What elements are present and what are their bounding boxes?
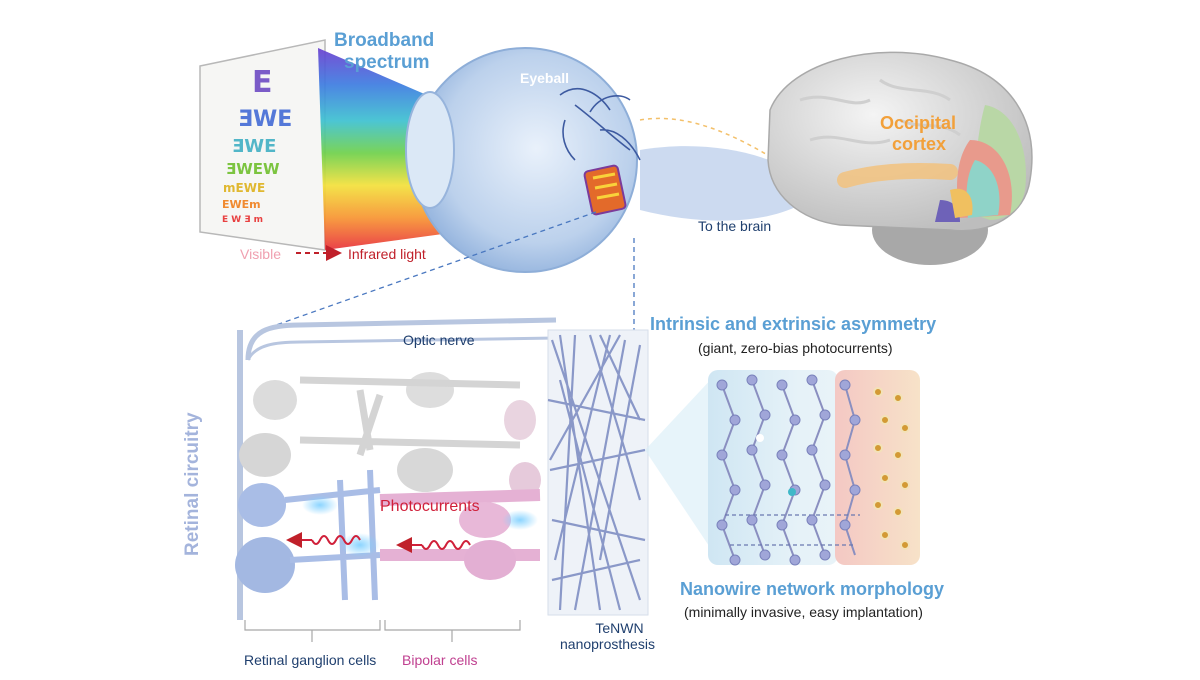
svg-text:ƎWEW: ƎWEW [226, 160, 280, 178]
nanowire-subtitle: (minimally invasive, easy implantation) [684, 604, 923, 620]
svg-text:ƎWE: ƎWE [232, 136, 276, 157]
cell-brackets [244, 620, 521, 642]
photocurrent-arrows [286, 532, 471, 553]
occipital-cortex-label: Occipital cortex [880, 113, 956, 154]
eyeball-illustration [405, 47, 800, 273]
svg-text:E: E [252, 65, 273, 100]
nanowire-title: Nanowire network morphology [680, 579, 945, 599]
tenwn-label: TeNWN nanoprosthesis [560, 620, 655, 652]
optic-nerve-label: Optic nerve [403, 332, 475, 348]
brain-illustration [767, 51, 1033, 265]
svg-text:ƎWE: ƎWE [238, 107, 292, 132]
svg-text:E W Ǝ m: E W Ǝ m [222, 215, 263, 225]
photocurrents-label: Photocurrents [380, 498, 480, 515]
infrared-label: Infrared light [348, 246, 426, 262]
eyeball-label: Eyeball [520, 70, 570, 86]
intrinsic-title: Intrinsic and extrinsic asymmetry [650, 314, 937, 334]
visible-label: Visible [240, 246, 281, 262]
svg-text:mEWE: mEWE [223, 181, 265, 195]
tenwn-line1: TeNWN [595, 620, 644, 636]
occipital-line1: Occipital [880, 113, 957, 133]
eye-chart: E ƎWE ƎWE ƎWEW mEWE EWEm E W Ǝ m [199, 39, 326, 251]
retina-section [235, 317, 557, 620]
broadband-label: Broadband spectrum [334, 30, 434, 74]
rgc-label: Retinal ganglion cells [244, 652, 377, 668]
broadband-line1: Broadband [334, 30, 435, 51]
tenwn-line2: nanoprosthesis [560, 636, 655, 653]
lattice-inset [708, 370, 920, 566]
svg-text:EWEm: EWEm [222, 198, 261, 211]
broadband-line2: spectrum [344, 51, 430, 73]
to-brain-label: To the brain [698, 218, 772, 234]
occipital-line2: cortex [892, 133, 947, 154]
bipolar-label: Bipolar cells [402, 652, 478, 668]
tenwn-mesh [547, 329, 649, 616]
intrinsic-subtitle: (giant, zero-bias photocurrents) [698, 340, 893, 356]
retinal-circuitry-label: Retinal circuitry [182, 412, 203, 556]
